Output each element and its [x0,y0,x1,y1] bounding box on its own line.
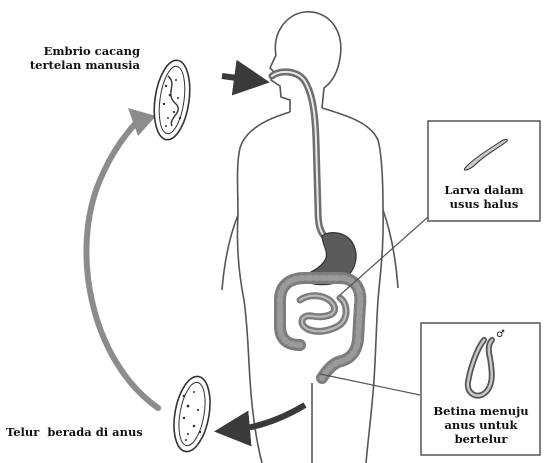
embryo-label-line-2: tertelan manusia [4,58,140,72]
female-label: Betina menuju anus untuk bertelur [423,404,539,446]
cycle-arrow [86,118,158,408]
male-symbol: ♂ [496,328,505,342]
eggs-label: Telur berada di anus [6,425,143,439]
embryo-egg [150,58,195,142]
anus-egg [169,374,216,455]
embryo-label-line-1: Embrio cacang [4,44,140,58]
larva-label-line-1: Larva dalam [430,183,538,197]
female-label-line-1: Betina menuju [423,404,539,418]
larva-label: Larva dalam usus halus [430,183,538,211]
embryo-label: Embrio cacang tertelan manusia [4,44,140,72]
female-label-line-3: bertelur [423,432,539,446]
larva-label-line-2: usus halus [430,197,538,211]
arrow-to-mouth [222,76,252,80]
female-leader [320,374,420,395]
arrow-to-eggs [232,405,305,430]
female-label-line-2: anus untuk [423,418,539,432]
